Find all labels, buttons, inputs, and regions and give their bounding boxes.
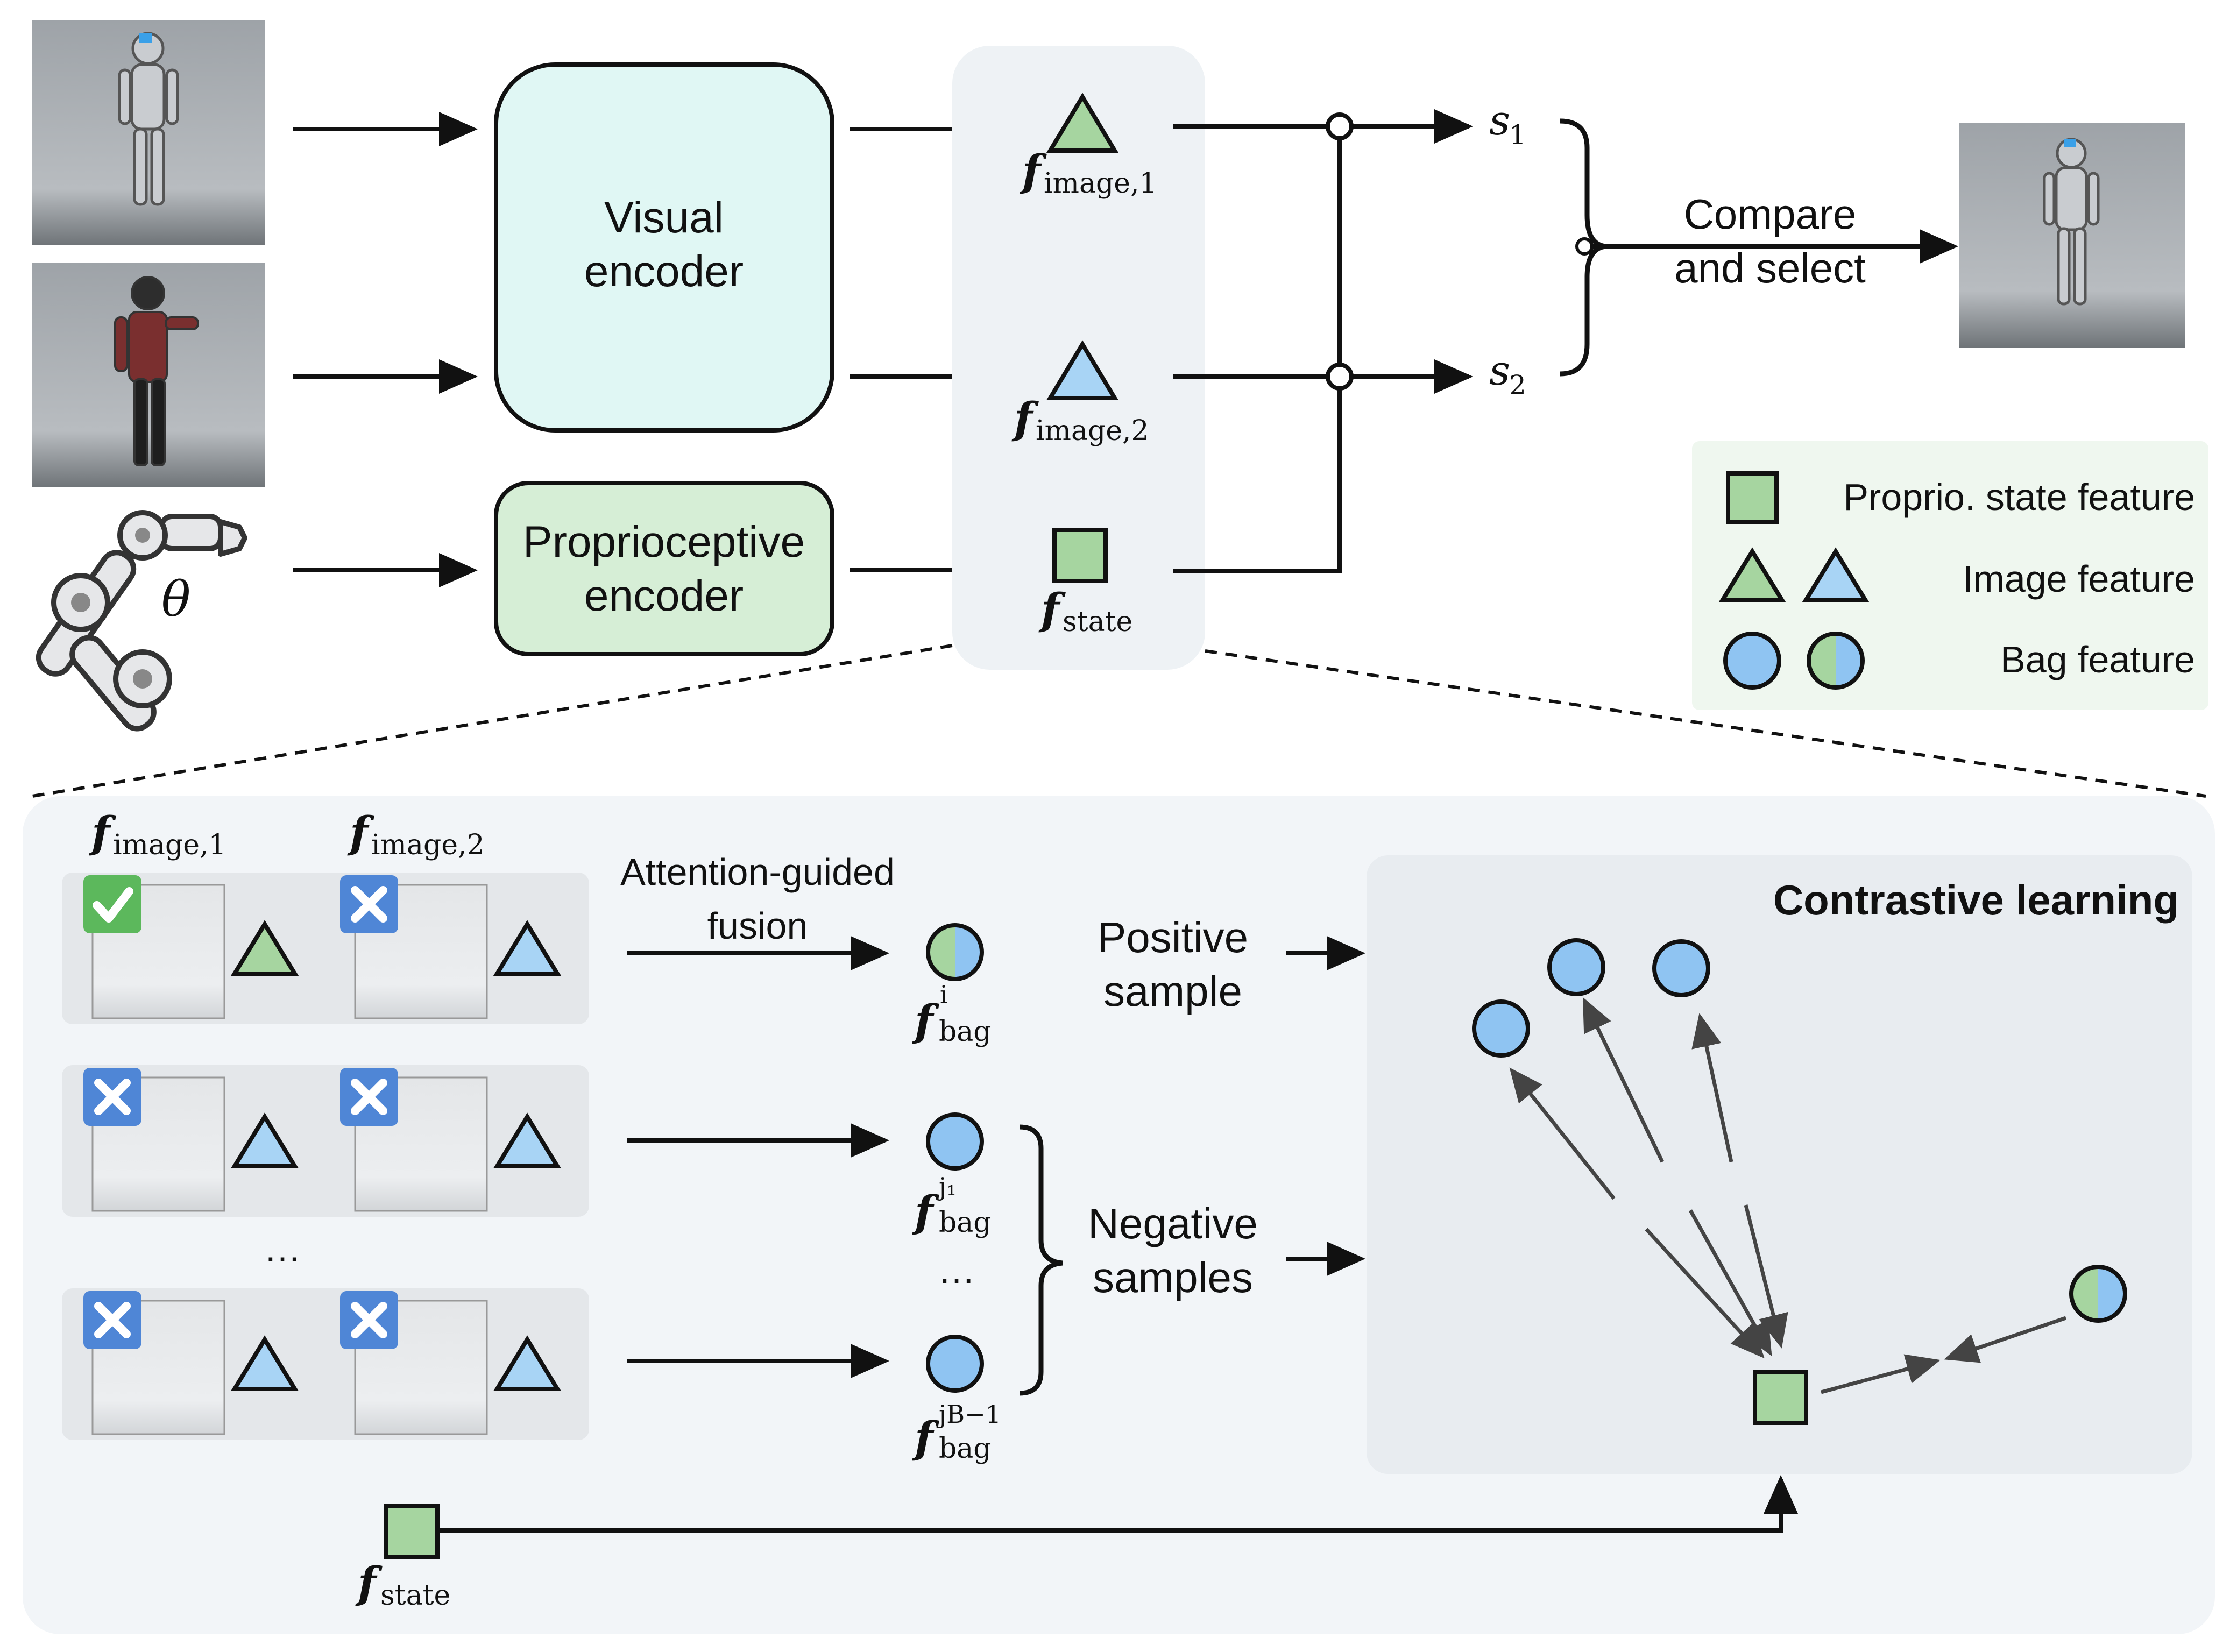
score-s1: s 1 bbox=[1489, 96, 1526, 151]
svg-text:Image feature: Image feature bbox=[1963, 558, 2195, 600]
similarity-lines bbox=[1173, 109, 1473, 573]
compare-label-2: and select bbox=[1674, 244, 1866, 292]
photo-human bbox=[32, 263, 265, 487]
legend-bag-mixed-icon bbox=[1807, 632, 1865, 690]
svg-text:j₁: j₁ bbox=[936, 1172, 957, 1201]
proprioceptive-encoder: Proprioceptive encoder bbox=[494, 481, 834, 656]
triangle-blue-icon bbox=[230, 1112, 299, 1168]
photo-robot-selected bbox=[1959, 123, 2185, 348]
bag-row-negative-2 bbox=[62, 1288, 589, 1440]
theta-label: θ bbox=[161, 571, 190, 628]
svg-text:image,2: image,2 bbox=[371, 829, 485, 861]
state-to-contrastive-arrow bbox=[438, 1475, 1798, 1533]
triangle-blue-icon bbox=[493, 1335, 562, 1391]
robot-arm-icon bbox=[36, 510, 247, 732]
fusion-arrows bbox=[627, 936, 889, 1378]
legend-square-icon bbox=[1726, 471, 1779, 524]
photo-robot-top bbox=[32, 20, 265, 245]
svg-text:image,1: image,1 bbox=[113, 829, 226, 861]
negative-label-2: samples bbox=[1093, 1253, 1253, 1301]
legend-triangle-blue-icon bbox=[1802, 547, 1870, 602]
svg-text:Contrastive learning: Contrastive learning bbox=[1773, 876, 2179, 924]
brace-node bbox=[1575, 237, 1594, 256]
svg-text:encoder: encoder bbox=[584, 247, 744, 296]
zoom-lines bbox=[32, 644, 2206, 798]
triangle-green-icon bbox=[230, 920, 299, 976]
bag-row-negative-1 bbox=[62, 1065, 589, 1217]
positive-bag-icon bbox=[2069, 1265, 2127, 1323]
state-anchor-icon bbox=[1753, 1370, 1808, 1425]
rows-ellipsis: … bbox=[264, 1228, 301, 1270]
svg-text:1: 1 bbox=[1509, 119, 1526, 151]
svg-text:Proprioceptive: Proprioceptive bbox=[523, 517, 805, 566]
junction-2 bbox=[1326, 363, 1354, 391]
negative-label-1: Negative bbox=[1088, 1200, 1258, 1247]
bag-feature-negative-2: f jB−1 bag bbox=[912, 1335, 1001, 1465]
compare-label-1: Compare bbox=[1684, 190, 1857, 238]
score-s2: s 2 bbox=[1489, 346, 1526, 401]
svg-text:Visual: Visual bbox=[604, 193, 724, 242]
svg-text:state: state bbox=[380, 1579, 450, 1612]
svg-text:2: 2 bbox=[1509, 370, 1526, 401]
legend-bag-blue-icon bbox=[1723, 632, 1781, 690]
triangle-blue-icon bbox=[230, 1335, 299, 1391]
triangle-blue-icon bbox=[493, 920, 562, 976]
negative-brace bbox=[1019, 1124, 1063, 1396]
input-arrows bbox=[293, 112, 478, 587]
bag-row-positive bbox=[62, 873, 589, 1024]
positive-label-1: Positive bbox=[1098, 913, 1248, 961]
svg-text:bag: bag bbox=[939, 1433, 992, 1465]
svg-text:bag: bag bbox=[939, 1016, 992, 1048]
svg-text:bag: bag bbox=[939, 1207, 992, 1239]
sample-arrows bbox=[1286, 936, 1365, 1276]
svg-text:Bag feature: Bag feature bbox=[2000, 639, 2195, 680]
bag-ellipsis: … bbox=[938, 1249, 975, 1291]
legend: Proprio. state feature Image feature Bag… bbox=[1692, 441, 2208, 710]
positive-label-2: sample bbox=[1103, 967, 1242, 1015]
triangle-blue-icon bbox=[493, 1112, 562, 1168]
visual-encoder: Visual encoder bbox=[494, 62, 834, 433]
fusion-label-1: Attention-guided bbox=[620, 851, 895, 893]
negative-bag-icon bbox=[1472, 999, 1530, 1058]
check-icon bbox=[83, 875, 141, 933]
svg-text:jB−1: jB−1 bbox=[936, 1400, 1001, 1429]
legend-triangle-green-icon bbox=[1718, 547, 1786, 602]
contrastive-push-arrows bbox=[1509, 997, 2067, 1394]
svg-text:i: i bbox=[940, 980, 948, 1009]
svg-text:s: s bbox=[1489, 346, 1510, 394]
negative-bag-icon bbox=[1652, 939, 1710, 997]
svg-text:image,1: image,1 bbox=[1044, 167, 1157, 200]
svg-text:encoder: encoder bbox=[584, 571, 744, 620]
svg-text:state: state bbox=[1063, 606, 1132, 638]
svg-text:Proprio. state feature: Proprio. state feature bbox=[1843, 476, 2195, 518]
negative-bag-icon bbox=[1547, 938, 1605, 996]
junction-1 bbox=[1326, 112, 1354, 140]
bottom-state-feature: f state bbox=[355, 1504, 450, 1612]
svg-text:image,2: image,2 bbox=[1036, 415, 1149, 447]
svg-text:s: s bbox=[1489, 96, 1510, 144]
contrastive-panel: Contrastive learning bbox=[1367, 855, 2192, 1474]
fusion-label-2: fusion bbox=[707, 905, 808, 947]
bag-header-image-1: f image,1 bbox=[89, 807, 226, 861]
